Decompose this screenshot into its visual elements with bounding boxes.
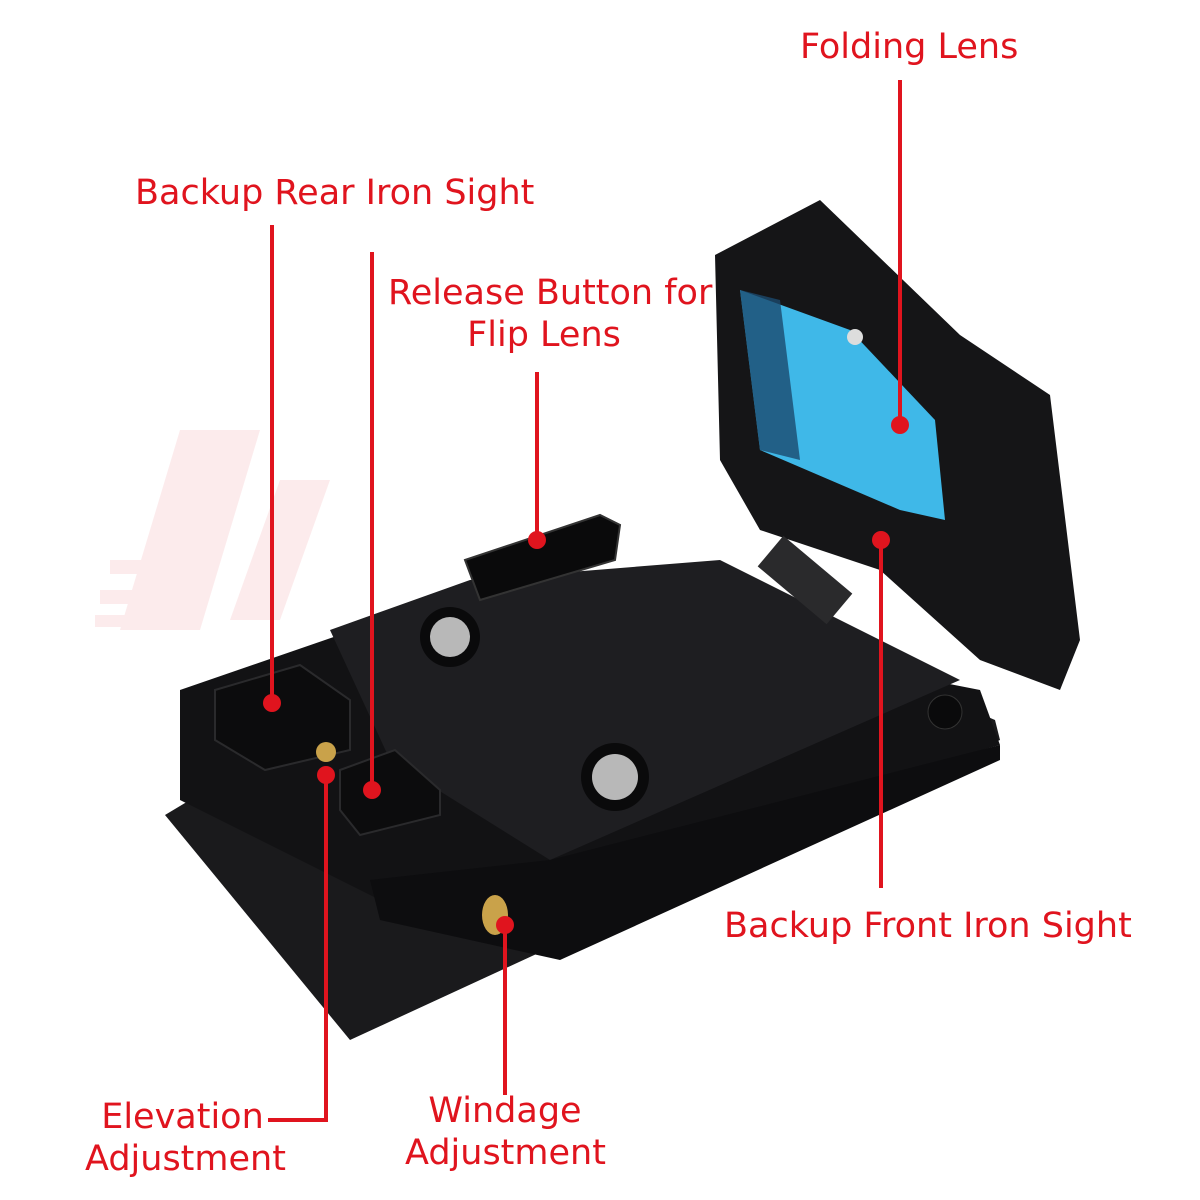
label-line: Elevation <box>101 1097 264 1137</box>
rear-sight-left <box>214 663 351 772</box>
label-line: Windage <box>428 1091 582 1131</box>
lens-glass-shade <box>740 290 800 460</box>
leader-dots <box>263 416 909 934</box>
leader-lines <box>268 80 902 1122</box>
label-release-button: Release Button for Flip Lens <box>388 272 713 356</box>
label-windage-adjustment: Windage Adjustment <box>405 1090 606 1174</box>
label-folding-lens: Folding Lens <box>800 27 1019 67</box>
elevation-screw <box>316 742 336 762</box>
rear-sight-right <box>339 748 441 837</box>
body-top <box>330 560 960 860</box>
lens-glass <box>740 290 945 520</box>
label-line: Adjustment <box>405 1133 606 1173</box>
label-backup-rear-iron-sight: Backup Rear Iron Sight <box>135 173 535 213</box>
label-elevation-adjustment: Elevation Adjustment <box>85 1096 286 1180</box>
watermark-logo <box>95 430 330 630</box>
label-line: Adjustment <box>85 1139 286 1179</box>
hinge-spring <box>757 535 853 625</box>
body-front <box>370 745 1000 960</box>
label-line: Release Button for <box>388 273 713 313</box>
label-line: Flip Lens <box>467 315 621 355</box>
label-backup-front-iron-sight: Backup Front Iron Sight <box>724 906 1132 946</box>
release-button <box>463 513 622 602</box>
